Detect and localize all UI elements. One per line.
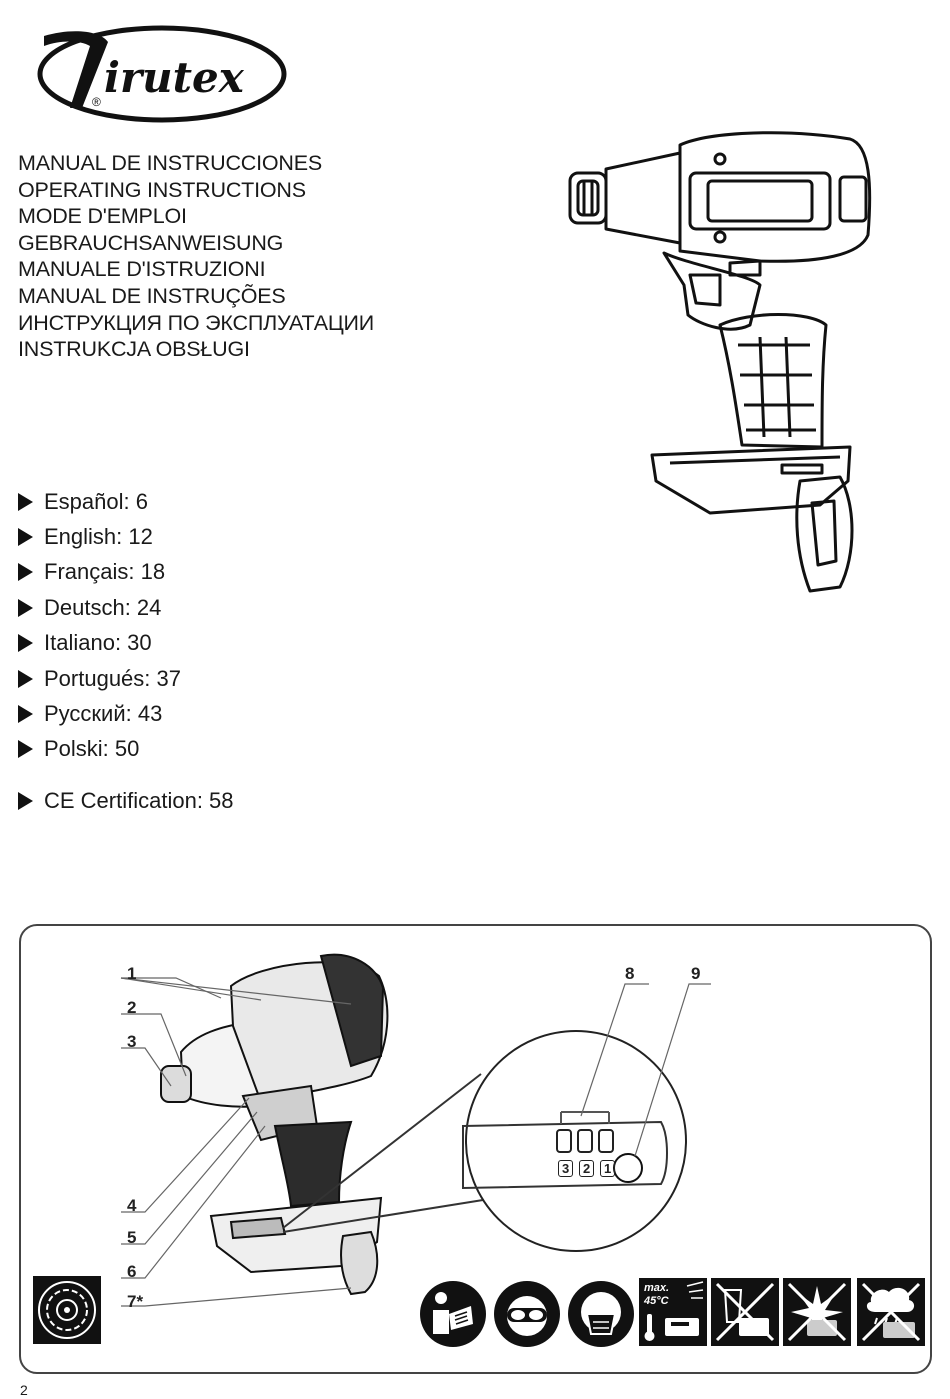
table-of-contents: Español: 6 English: 12 Français: 18 Deut… [18, 484, 234, 819]
toc-item-ce[interactable]: CE Certification: 58 [18, 783, 234, 818]
callout-5: 5 [127, 1228, 137, 1247]
callout-7: 7* [127, 1292, 144, 1311]
svg-text:irutex: irutex [104, 53, 245, 102]
callout-6: 6 [127, 1262, 137, 1281]
title-it: MANUALE D'ISTRUZIONI [18, 257, 266, 282]
triangle-bullet-icon [18, 791, 33, 810]
title-ru: ИНСТРУКЦИЯ ПО ЭКСПЛУАТАЦИИ [18, 310, 375, 335]
callout-4: 4 [127, 1196, 137, 1215]
toc-item-it[interactable]: Italiano: 30 [18, 626, 234, 661]
no-rain-icon [857, 1278, 925, 1346]
no-fire-icon [783, 1278, 851, 1346]
title-de: GEBRAUCHSANWEISUNG [18, 230, 284, 255]
dust-mask-icon [568, 1281, 634, 1347]
indicator-digit-3: 3 [558, 1160, 574, 1177]
registered-mark: ® [92, 95, 101, 109]
callout-3: 3 [127, 1032, 137, 1051]
callout-1: 1 [127, 964, 137, 983]
toc-item-en[interactable]: English: 12 [18, 519, 234, 554]
callout-8: 8 [625, 964, 635, 983]
disc-label-icon [33, 1276, 101, 1344]
callout-2: 2 [127, 998, 137, 1017]
max-temperature-icon: max. 45°C [639, 1278, 707, 1346]
toc-item-es[interactable]: Español: 6 [18, 484, 234, 519]
page-number: 2 [20, 1382, 28, 1398]
virutex-logo: irutex ® [37, 25, 287, 123]
title-pl: INSTRUKCJA OBSŁUGI [18, 337, 250, 362]
manual-titles: MANUAL DE INSTRUCCIONES OPERATING INSTRU… [18, 150, 374, 363]
title-fr: MODE D'EMPLOI [18, 204, 187, 229]
max-label: max. [644, 1282, 670, 1294]
parts-diagram-panel: 1 2 3 4 5 6 7* 8 9 3 2 1 max. 45°C [19, 924, 932, 1374]
triangle-bullet-icon [18, 669, 33, 688]
toc-item-ru[interactable]: Русский: 43 [18, 696, 234, 731]
triangle-bullet-icon [18, 705, 33, 724]
parts-diagram [120, 953, 711, 1307]
indicator-digit-2: 2 [579, 1160, 595, 1177]
indicator-digit-1: 1 [600, 1160, 616, 1177]
triangle-bullet-icon [18, 634, 33, 653]
impact-driver-illustration [568, 131, 872, 593]
title-en: OPERATING INSTRUCTIONS [18, 177, 306, 202]
no-disposal-icon [711, 1278, 779, 1346]
temperature-value: 45°C [644, 1295, 669, 1307]
safety-goggles-icon [494, 1281, 560, 1347]
toc-item-fr[interactable]: Français: 18 [18, 555, 234, 590]
toc-item-pt[interactable]: Portugués: 37 [18, 661, 234, 696]
triangle-bullet-icon [18, 598, 33, 617]
title-pt: MANUAL DE INSTRUÇÕES [18, 283, 286, 308]
triangle-bullet-icon [18, 740, 33, 759]
toc-item-de[interactable]: Deutsch: 24 [18, 590, 234, 625]
tool-drawing [160, 953, 389, 1296]
triangle-bullet-icon [18, 528, 33, 547]
read-manual-icon [420, 1281, 486, 1347]
title-es: MANUAL DE INSTRUCCIONES [18, 151, 323, 175]
callout-9: 9 [691, 964, 701, 983]
toc-item-pl[interactable]: Polski: 50 [18, 732, 234, 767]
triangle-bullet-icon [18, 492, 33, 511]
triangle-bullet-icon [18, 563, 33, 582]
